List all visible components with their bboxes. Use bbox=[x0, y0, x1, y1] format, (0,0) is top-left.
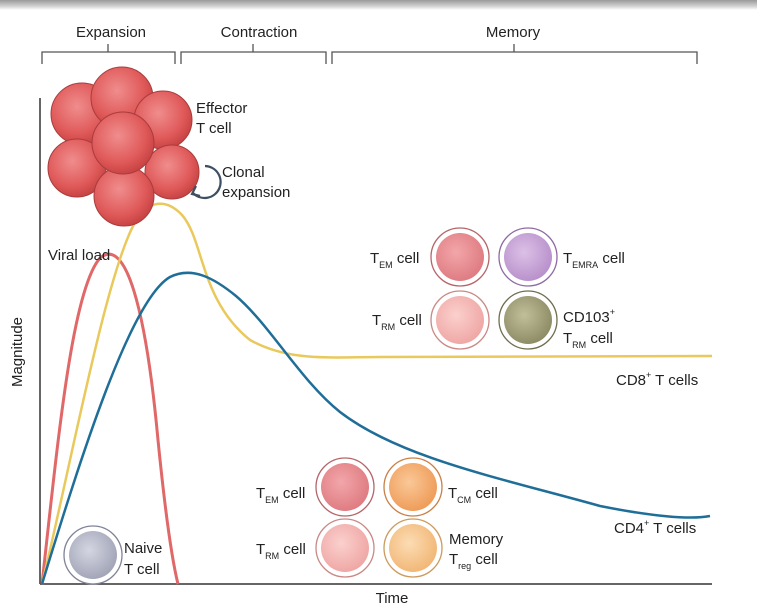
cd4-treg-label-line2: Treg cell bbox=[449, 551, 498, 571]
cd8-curve-label: CD8+ T cells bbox=[616, 370, 698, 389]
cd8-temra-cell bbox=[504, 233, 552, 281]
effector-label-line1: Effector bbox=[196, 100, 247, 117]
viral-load-label: Viral load bbox=[48, 247, 110, 264]
cd4-treg-label-line1: Memory bbox=[449, 531, 504, 548]
expansion-bracket bbox=[41, 44, 176, 64]
axes bbox=[39, 98, 712, 585]
contraction-bracket bbox=[180, 44, 327, 64]
cd4-curve bbox=[40, 271, 711, 585]
cd8-memory-cells bbox=[430, 227, 558, 350]
effector-label-line2: T cell bbox=[196, 120, 232, 137]
naive-t-cell bbox=[63, 525, 123, 585]
phase-label-memory: Memory bbox=[486, 24, 541, 41]
cd4-trm-cell bbox=[321, 524, 369, 572]
clonal-expansion-arrow-icon bbox=[190, 164, 222, 200]
cd4-memory-cells bbox=[315, 457, 443, 578]
cd4-tcm-cell bbox=[389, 463, 437, 511]
cd4-trm-label: TRM cell bbox=[256, 541, 306, 561]
cd8-cd103-label-line2: TRM cell bbox=[563, 330, 613, 350]
cd8-cd103-label-line1: CD103+ bbox=[563, 307, 615, 326]
phase-brackets bbox=[41, 44, 698, 64]
cd8-cd103-cell bbox=[504, 296, 552, 344]
memory-bracket bbox=[331, 44, 698, 64]
y-axis-label: Magnitude bbox=[9, 317, 26, 387]
cd8-trm-cell bbox=[436, 296, 484, 344]
effector-cell bbox=[144, 144, 200, 200]
cd4-curve-label: CD4+ T cells bbox=[614, 518, 696, 537]
viral-load-curve bbox=[40, 252, 180, 585]
effector-cell bbox=[91, 111, 155, 175]
effector-cell bbox=[93, 165, 155, 227]
phase-label-contraction: Contraction bbox=[221, 24, 298, 41]
clonal-label-line1: Clonal bbox=[222, 164, 265, 181]
cd8-trm-label: TRM cell bbox=[372, 312, 422, 332]
cd4-tem-label: TEM cell bbox=[256, 485, 305, 505]
cd4-tcm-label: TCM cell bbox=[448, 485, 498, 505]
cd8-temra-label: TEMRA cell bbox=[563, 250, 625, 270]
naive-label-line2: T cell bbox=[124, 561, 160, 578]
phase-label-expansion: Expansion bbox=[76, 24, 146, 41]
x-axis-label: Time bbox=[376, 590, 409, 607]
clonal-label-line2: expansion bbox=[222, 184, 290, 201]
cd4-treg-cell bbox=[389, 524, 437, 572]
cd8-tem-cell bbox=[436, 233, 484, 281]
effector-cell-cluster bbox=[47, 66, 200, 227]
window-top-bar bbox=[0, 0, 757, 10]
cd8-tem-label: TEM cell bbox=[370, 250, 419, 270]
cd4-tem-cell bbox=[321, 463, 369, 511]
naive-label-line1: Naive bbox=[124, 540, 162, 557]
